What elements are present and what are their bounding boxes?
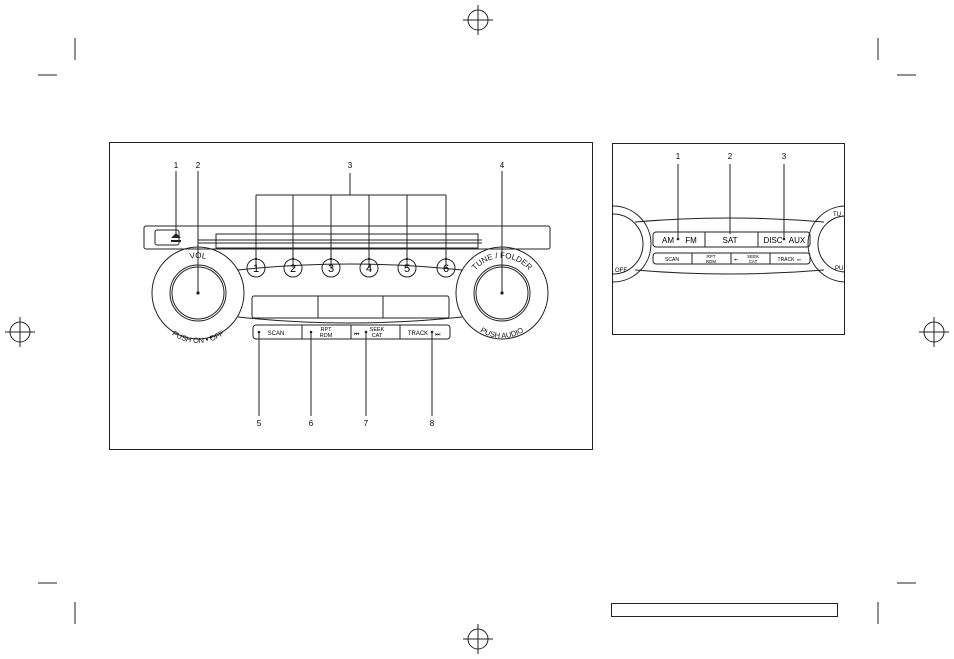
preset-4-label[interactable]: 4 [366,263,372,275]
svg-text:PUSH AUDIO: PUSH AUDIO [479,325,525,340]
aux-label[interactable]: AUX [789,236,806,245]
band-button-row [652,231,811,248]
callout-3: 3 [348,161,353,170]
inset-seek-back-icon: ⏮ [734,257,738,262]
callout-2: 2 [196,161,201,170]
preset-5-label[interactable]: 5 [404,263,410,275]
inset-callout-2: 2 [728,152,733,161]
inset-cat-label[interactable]: CAT [749,259,758,264]
cat-label[interactable]: CAT [372,333,383,339]
rpt-label[interactable]: RPT [321,327,333,333]
eject-icon [171,233,181,238]
track-button[interactable]: TRACK [408,331,428,337]
preset-3-label[interactable]: 3 [328,263,334,275]
fm-label[interactable]: FM [685,236,697,245]
svg-text:VOL: VOL [189,251,208,261]
inset-off-label: OFF [615,268,627,274]
display-outline [251,295,450,319]
preset-1-label[interactable]: 1 [253,263,259,275]
callout-1: 1 [174,161,179,170]
push-on-off-label: PUSH ON • OFF [171,328,226,345]
seek-back-icon: ⏮ [354,332,360,338]
vol-label: VOL [189,251,208,261]
inset-rdm-label[interactable]: RDM [706,259,716,264]
push-audio-label: PUSH AUDIO [479,325,525,340]
seek-label[interactable]: SEEK [370,327,385,333]
inset-scan-button[interactable]: SCAN [665,257,679,263]
main-radio-diagram: ⏮ ⏭ VOL PUSH ON • OFF TUNE / FOLDER PUSH… [109,142,593,450]
track-next-icon: ⏭ [435,332,441,338]
cd-slot-bar [143,225,551,250]
callout-4: 4 [500,161,505,170]
inset-callout-3: 3 [782,152,787,161]
inset-seek-label[interactable]: SEEK [747,254,759,259]
callout-5: 5 [257,419,262,428]
inset-push-fragment: PU [835,266,843,272]
preset-6-label[interactable]: 6 [443,263,449,275]
callout-6: 6 [309,419,314,428]
inset-rpt-label[interactable]: RPT [707,254,716,259]
inset-track-button[interactable]: TRACK [778,257,796,263]
preset-2-label[interactable]: 2 [290,263,296,275]
callout-7: 7 [364,419,369,428]
am-label[interactable]: AM [662,236,674,245]
main-radio-drawing: ⏮ ⏭ VOL PUSH ON • OFF TUNE / FOLDER PUSH… [143,161,551,428]
inset-track-next-icon: ⏭ [797,257,801,262]
scan-button[interactable]: SCAN [268,331,285,337]
disc-label[interactable]: DISC [763,236,782,245]
inset-radio-drawing: 1 2 3 AM FM SAT DISC AUX SCAN RPT RDM SE… [613,152,844,283]
inset-radio-diagram: 1 2 3 AM FM SAT DISC AUX SCAN RPT RDM SE… [612,143,845,335]
rdm-label[interactable]: RDM [320,333,333,339]
sat-button[interactable]: SAT [723,236,738,245]
page-footer-box [611,603,838,617]
inset-tune-fragment: TU [833,212,841,218]
callout-8: 8 [430,419,435,428]
inset-callout-1: 1 [676,152,681,161]
svg-text:PUSH ON • OFF: PUSH ON • OFF [171,328,226,345]
